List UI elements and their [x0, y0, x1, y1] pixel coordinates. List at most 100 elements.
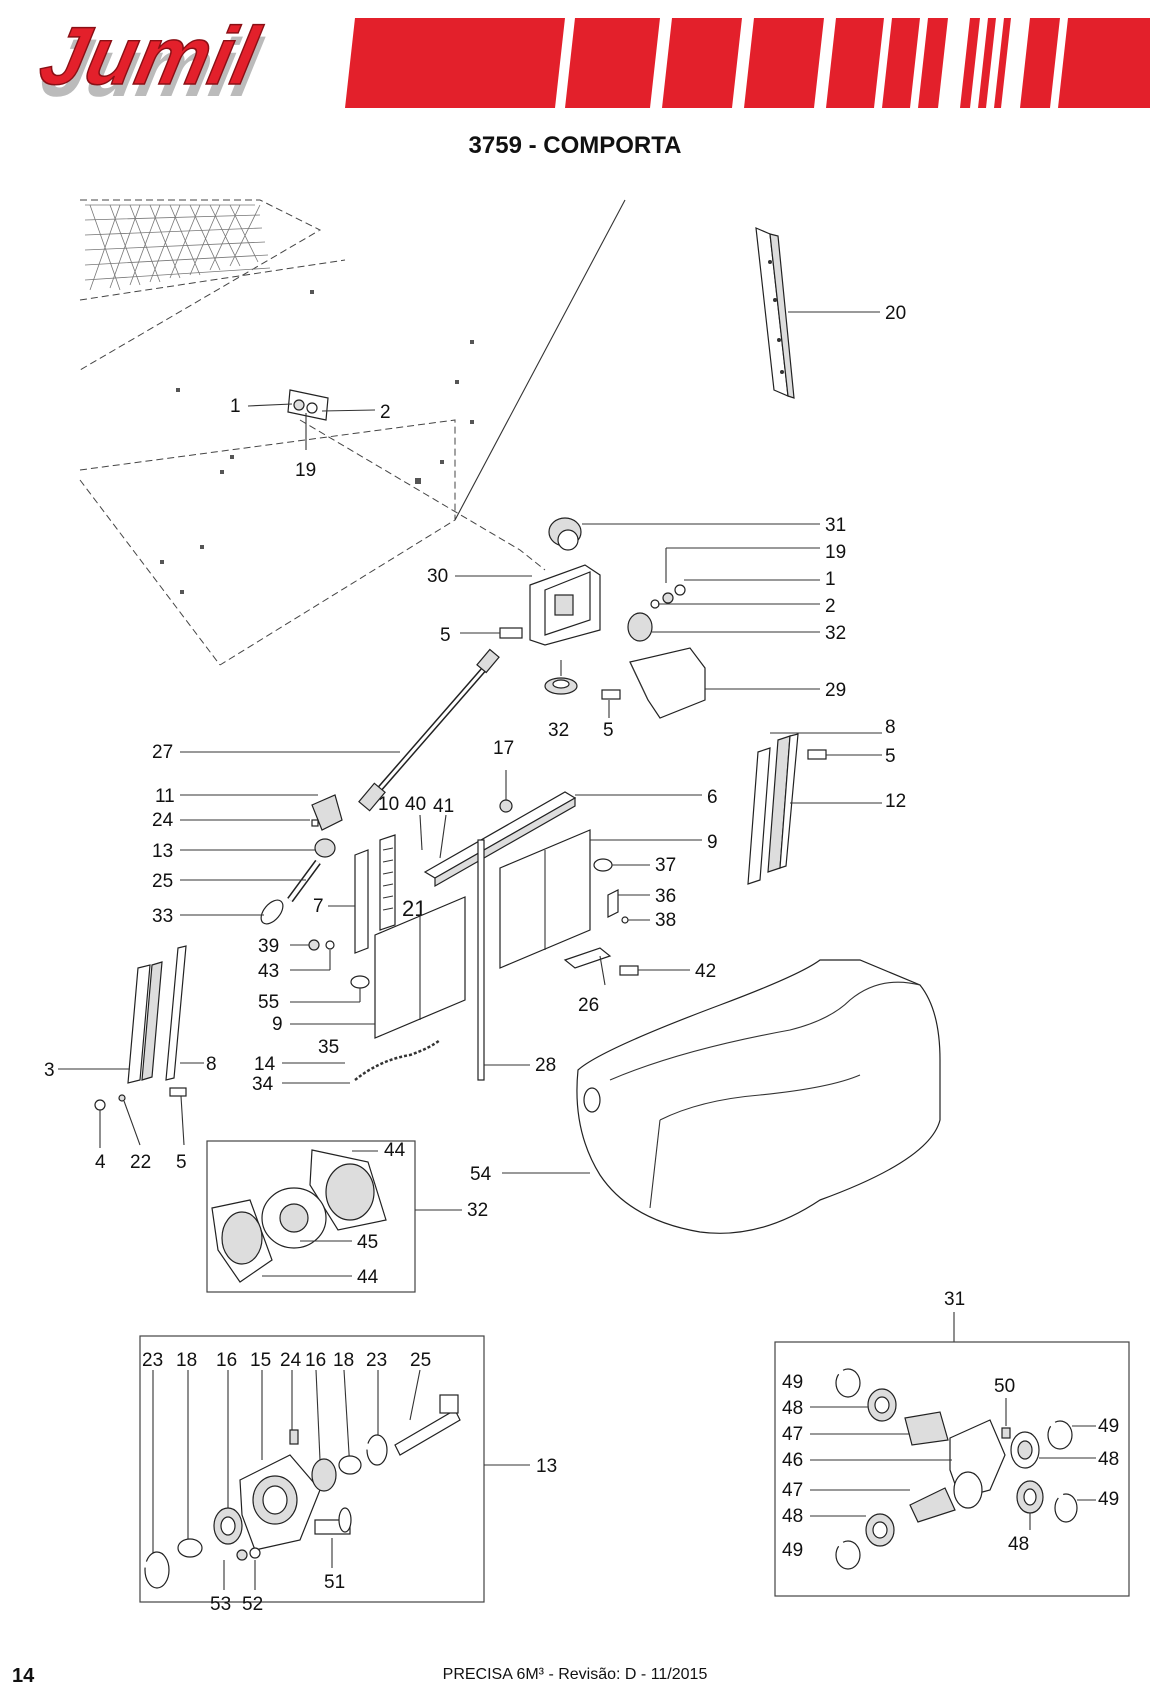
callout-54: 54 [470, 1164, 492, 1185]
callout-13-23b: 23 [366, 1350, 387, 1371]
bolt-5-cover [601, 689, 621, 700]
callout-11: 11 [155, 786, 175, 807]
callout-42: 42 [695, 961, 716, 982]
part-24-grease [311, 819, 319, 827]
washer-22 [118, 1094, 126, 1102]
callout-1: 1 [230, 396, 241, 417]
callout-29: 29 [825, 680, 846, 701]
washer-43 [325, 940, 335, 950]
page-number: 14 [12, 1665, 35, 1687]
part-30-housing [529, 564, 601, 646]
callout-14: 14 [254, 1054, 276, 1075]
callout-44-bottom: 44 [357, 1267, 379, 1288]
callout-12: 12 [885, 791, 906, 812]
callout-26: 26 [578, 995, 599, 1016]
callout-19-right: 19 [825, 542, 846, 563]
callout-13-18a: 18 [176, 1350, 197, 1371]
part-20-rail [755, 227, 795, 399]
part-3-side-rail [127, 945, 187, 1084]
callout-2: 2 [380, 402, 391, 423]
callout-13: 13 [152, 841, 173, 862]
part-34-chain [354, 1039, 441, 1081]
part-bracket-top [287, 389, 329, 421]
page-title: 3759 - COMPORTA [468, 132, 682, 159]
callout-37: 37 [655, 855, 676, 876]
callout-31-48c: 48 [1098, 1449, 1119, 1470]
callout-35: 35 [318, 1037, 339, 1058]
callout-13-box: 13 [536, 1456, 557, 1477]
callout-31-48a: 48 [782, 1398, 803, 1419]
callout-31-49d: 49 [1098, 1489, 1119, 1510]
callout-32-lower: 32 [548, 720, 569, 741]
callout-43: 43 [258, 961, 279, 982]
bolt-5-housing [499, 627, 523, 639]
detail-box-31 [774, 1341, 1130, 1597]
callout-40: 40 [405, 794, 426, 815]
part-38-pin [621, 916, 629, 924]
part-washers-right [627, 584, 686, 642]
callout-45: 45 [357, 1232, 378, 1253]
part-9-panel-right [499, 829, 591, 969]
part-33-knob [260, 899, 284, 925]
callout-13-25: 25 [410, 1350, 431, 1371]
part-31-gearbox [548, 517, 582, 551]
callout-31-49c: 49 [1098, 1416, 1119, 1437]
part-12-rail-right [747, 733, 799, 885]
callout-31-48d: 48 [1008, 1534, 1029, 1555]
callout-24: 24 [152, 810, 174, 831]
jumil-logo: Jumil Jumil [32, 9, 270, 114]
callout-13-18b: 18 [333, 1350, 354, 1371]
callout-41: 41 [433, 796, 454, 817]
bolt-42 [619, 965, 639, 976]
callout-13-23a: 23 [142, 1350, 163, 1371]
part-26-plate [563, 947, 612, 986]
bolt-4 [94, 1099, 106, 1111]
callout-55: 55 [258, 992, 279, 1013]
callout-5-right: 5 [885, 746, 896, 767]
callout-39: 39 [258, 936, 279, 957]
detail-box-32 [206, 1140, 416, 1293]
callout-8-left: 8 [206, 1054, 217, 1075]
callout-22: 22 [130, 1152, 151, 1173]
hopper-drawing [79, 199, 626, 666]
callout-31-49a: 49 [782, 1372, 803, 1393]
hopper-grid-mesh [84, 204, 271, 291]
part-9-panel-left [374, 896, 466, 1039]
part-27-shaft [358, 648, 500, 812]
detail-13-assembly [144, 1394, 461, 1589]
callout-32-right: 32 [825, 623, 846, 644]
callout-13-16b: 16 [305, 1350, 326, 1371]
part-54-cover [576, 959, 941, 1234]
part-13-bearing-housing [314, 838, 336, 858]
header-banner: Jumil Jumil [32, 9, 1150, 114]
detail-32-flange-bearing [211, 1149, 387, 1283]
callout-19: 19 [295, 460, 316, 481]
detail-box-13 [139, 1335, 485, 1603]
callout-31-49b: 49 [782, 1540, 803, 1561]
callout-28: 28 [535, 1055, 556, 1076]
callout-13-15: 15 [250, 1350, 271, 1371]
callout-6: 6 [707, 787, 718, 808]
callout-2-right: 2 [825, 596, 836, 617]
callout-9-left: 9 [272, 1014, 283, 1035]
bolt-37 [593, 858, 613, 872]
callout-32-box: 32 [467, 1200, 488, 1221]
callout-10: 10 [378, 794, 399, 815]
svg-text:Jumil: Jumil [34, 22, 270, 114]
nut-39 [308, 939, 320, 951]
part-6-bar [423, 791, 577, 888]
callout-13-51: 51 [324, 1572, 345, 1593]
callout-5-housing: 5 [440, 625, 451, 646]
callout-17: 17 [493, 738, 514, 759]
part-10-rack [379, 834, 396, 931]
callout-31-50: 50 [994, 1376, 1015, 1397]
callout-13-24: 24 [280, 1350, 302, 1371]
part-29-cover [629, 647, 706, 719]
callout-31-46: 46 [782, 1450, 803, 1471]
detail-31-gearbox [835, 1368, 1078, 1570]
callout-8-right: 8 [885, 717, 896, 738]
callout-13-53: 53 [210, 1594, 231, 1615]
callout-3: 3 [44, 1060, 55, 1081]
callout-30: 30 [427, 566, 448, 587]
